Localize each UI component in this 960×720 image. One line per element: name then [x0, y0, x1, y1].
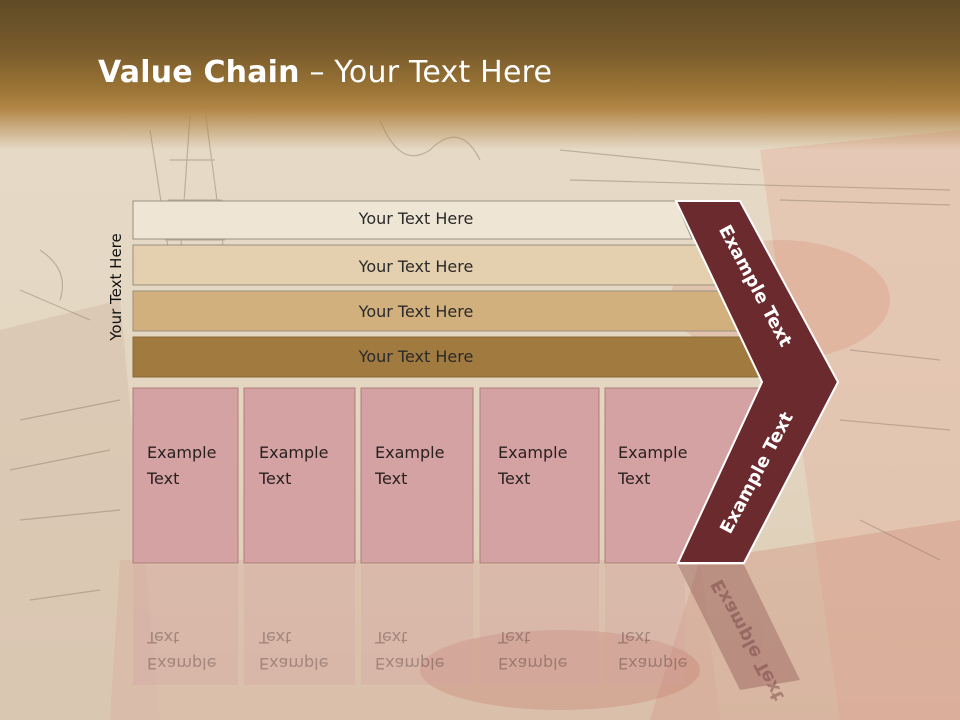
cell-3-text: Example Text: [375, 443, 445, 488]
title-bold: Value Chain: [98, 55, 300, 90]
row-3-label: Your Text Here: [358, 302, 474, 321]
cell-4-reflection: Example Text: [498, 628, 568, 673]
title-bar: [0, 0, 960, 150]
cell-1-reflection: Example Text: [147, 628, 217, 673]
cell-4-text: Example Text: [498, 443, 568, 488]
cell-3-shape: [360, 387, 474, 564]
cell-5-text: Example Text: [618, 443, 688, 488]
cell-1-shape: [132, 387, 239, 564]
cell-2-reflection: Example Text: [259, 628, 329, 673]
cell-3-reflection: Example Text: [375, 628, 445, 673]
row-4-label: Your Text Here: [358, 347, 474, 366]
cell-4-shape: [479, 387, 600, 564]
cell-1-text: Example Text: [147, 443, 217, 488]
chevron-shape: [674, 200, 840, 564]
cell-2-text: Example Text: [259, 443, 329, 488]
row-1-shape: [132, 200, 693, 240]
cell-2-shape: [243, 387, 356, 564]
row-1-label: Your Text Here: [358, 209, 474, 228]
cell-5-reflection: Example Text: [618, 628, 688, 673]
page-title: Value Chain – Your Text Here: [98, 55, 552, 90]
reflection-shapes: [133, 565, 800, 690]
row-2-label: Your Text Here: [358, 257, 474, 276]
title-rest: – Your Text Here: [299, 55, 553, 90]
